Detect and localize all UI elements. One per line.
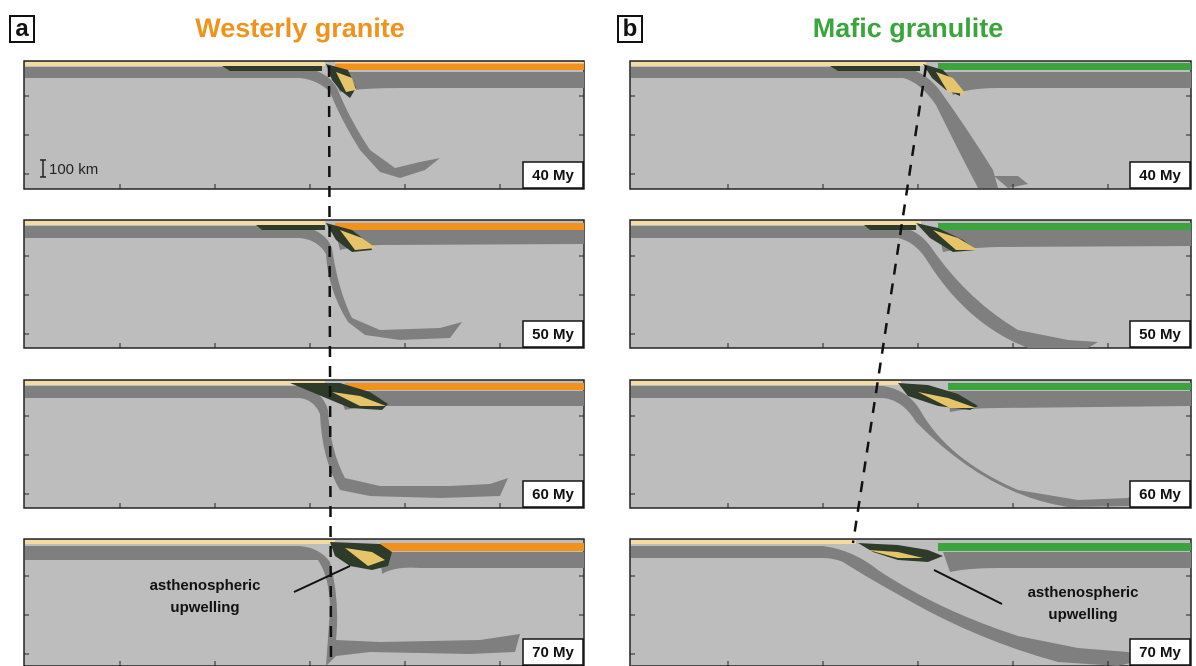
model-panel-b-60: 60 My xyxy=(629,379,1192,509)
age-label: 40 My xyxy=(532,167,574,184)
model-panel-a-70: asthenospheric upwelling 70 My xyxy=(23,538,585,666)
column-title-b: Mafic granulite xyxy=(812,13,1004,43)
age-label: 50 My xyxy=(532,326,574,343)
age-label: 70 My xyxy=(532,644,574,661)
annotation-line1: asthenospheric xyxy=(1028,584,1139,601)
age-label: 50 My xyxy=(1139,326,1181,343)
model-panel-b-50: 50 My xyxy=(629,219,1192,349)
trench-reference-line xyxy=(327,65,333,666)
model-panel-a-50: 50 My xyxy=(23,219,585,349)
model-panel-a-60: 60 My xyxy=(23,379,585,509)
annotation-line1: asthenospheric xyxy=(150,577,261,594)
column-b: b Mafic granulite 40 My xyxy=(598,0,1196,666)
annotation-line2: upwelling xyxy=(170,599,239,616)
model-panels-b: 40 My 50 My xyxy=(629,60,1192,666)
age-label: 70 My xyxy=(1139,644,1181,661)
trench-reference-line xyxy=(851,65,928,544)
scale-bar-label: 100 km xyxy=(49,161,98,178)
model-panel-b-40: 40 My xyxy=(629,60,1192,190)
column-a: a Westerly granite xyxy=(9,13,585,666)
column-title-a: Westerly granite xyxy=(195,13,405,43)
model-panel-b-70: asthenospheric upwelling 70 My xyxy=(629,538,1192,666)
age-label: 60 My xyxy=(532,486,574,503)
model-panels-a: 100 km 40 My 50 My xyxy=(23,60,585,666)
annotation-line2: upwelling xyxy=(1048,606,1117,623)
age-label: 60 My xyxy=(1139,486,1181,503)
panel-letter-a: a xyxy=(9,15,35,43)
annotation-leader-line xyxy=(933,569,1003,605)
panel-letter-b: b xyxy=(617,15,643,43)
age-label: 40 My xyxy=(1139,167,1181,184)
model-panel-a-40: 100 km 40 My xyxy=(23,60,585,190)
annotation-leader-line xyxy=(293,565,351,593)
